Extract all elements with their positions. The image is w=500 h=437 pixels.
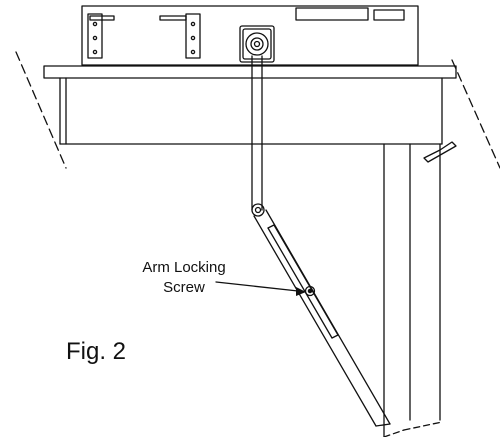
break-lines — [15, 51, 500, 169]
callout-line2: Screw — [163, 279, 205, 296]
upper-arm — [251, 55, 263, 211]
callout-label: Arm Locking Screw — [104, 258, 264, 298]
door-panel — [383, 143, 443, 437]
arm-pivot — [239, 25, 275, 63]
mounting-panel — [43, 65, 457, 145]
locking-screw — [304, 285, 316, 297]
elbow-joint — [251, 203, 265, 217]
callout-leader — [215, 281, 299, 292]
callout-arrowhead — [296, 287, 306, 296]
callout-line1: Arm Locking — [142, 259, 226, 276]
door-stop — [423, 141, 457, 163]
arm-slot — [267, 224, 339, 339]
figure-caption: Fig. 2 — [66, 338, 127, 365]
hinge-bracket-middle — [159, 13, 201, 59]
top-housing — [81, 5, 419, 66]
hinge-bracket-left — [87, 13, 115, 59]
lower-arm — [253, 209, 391, 427]
